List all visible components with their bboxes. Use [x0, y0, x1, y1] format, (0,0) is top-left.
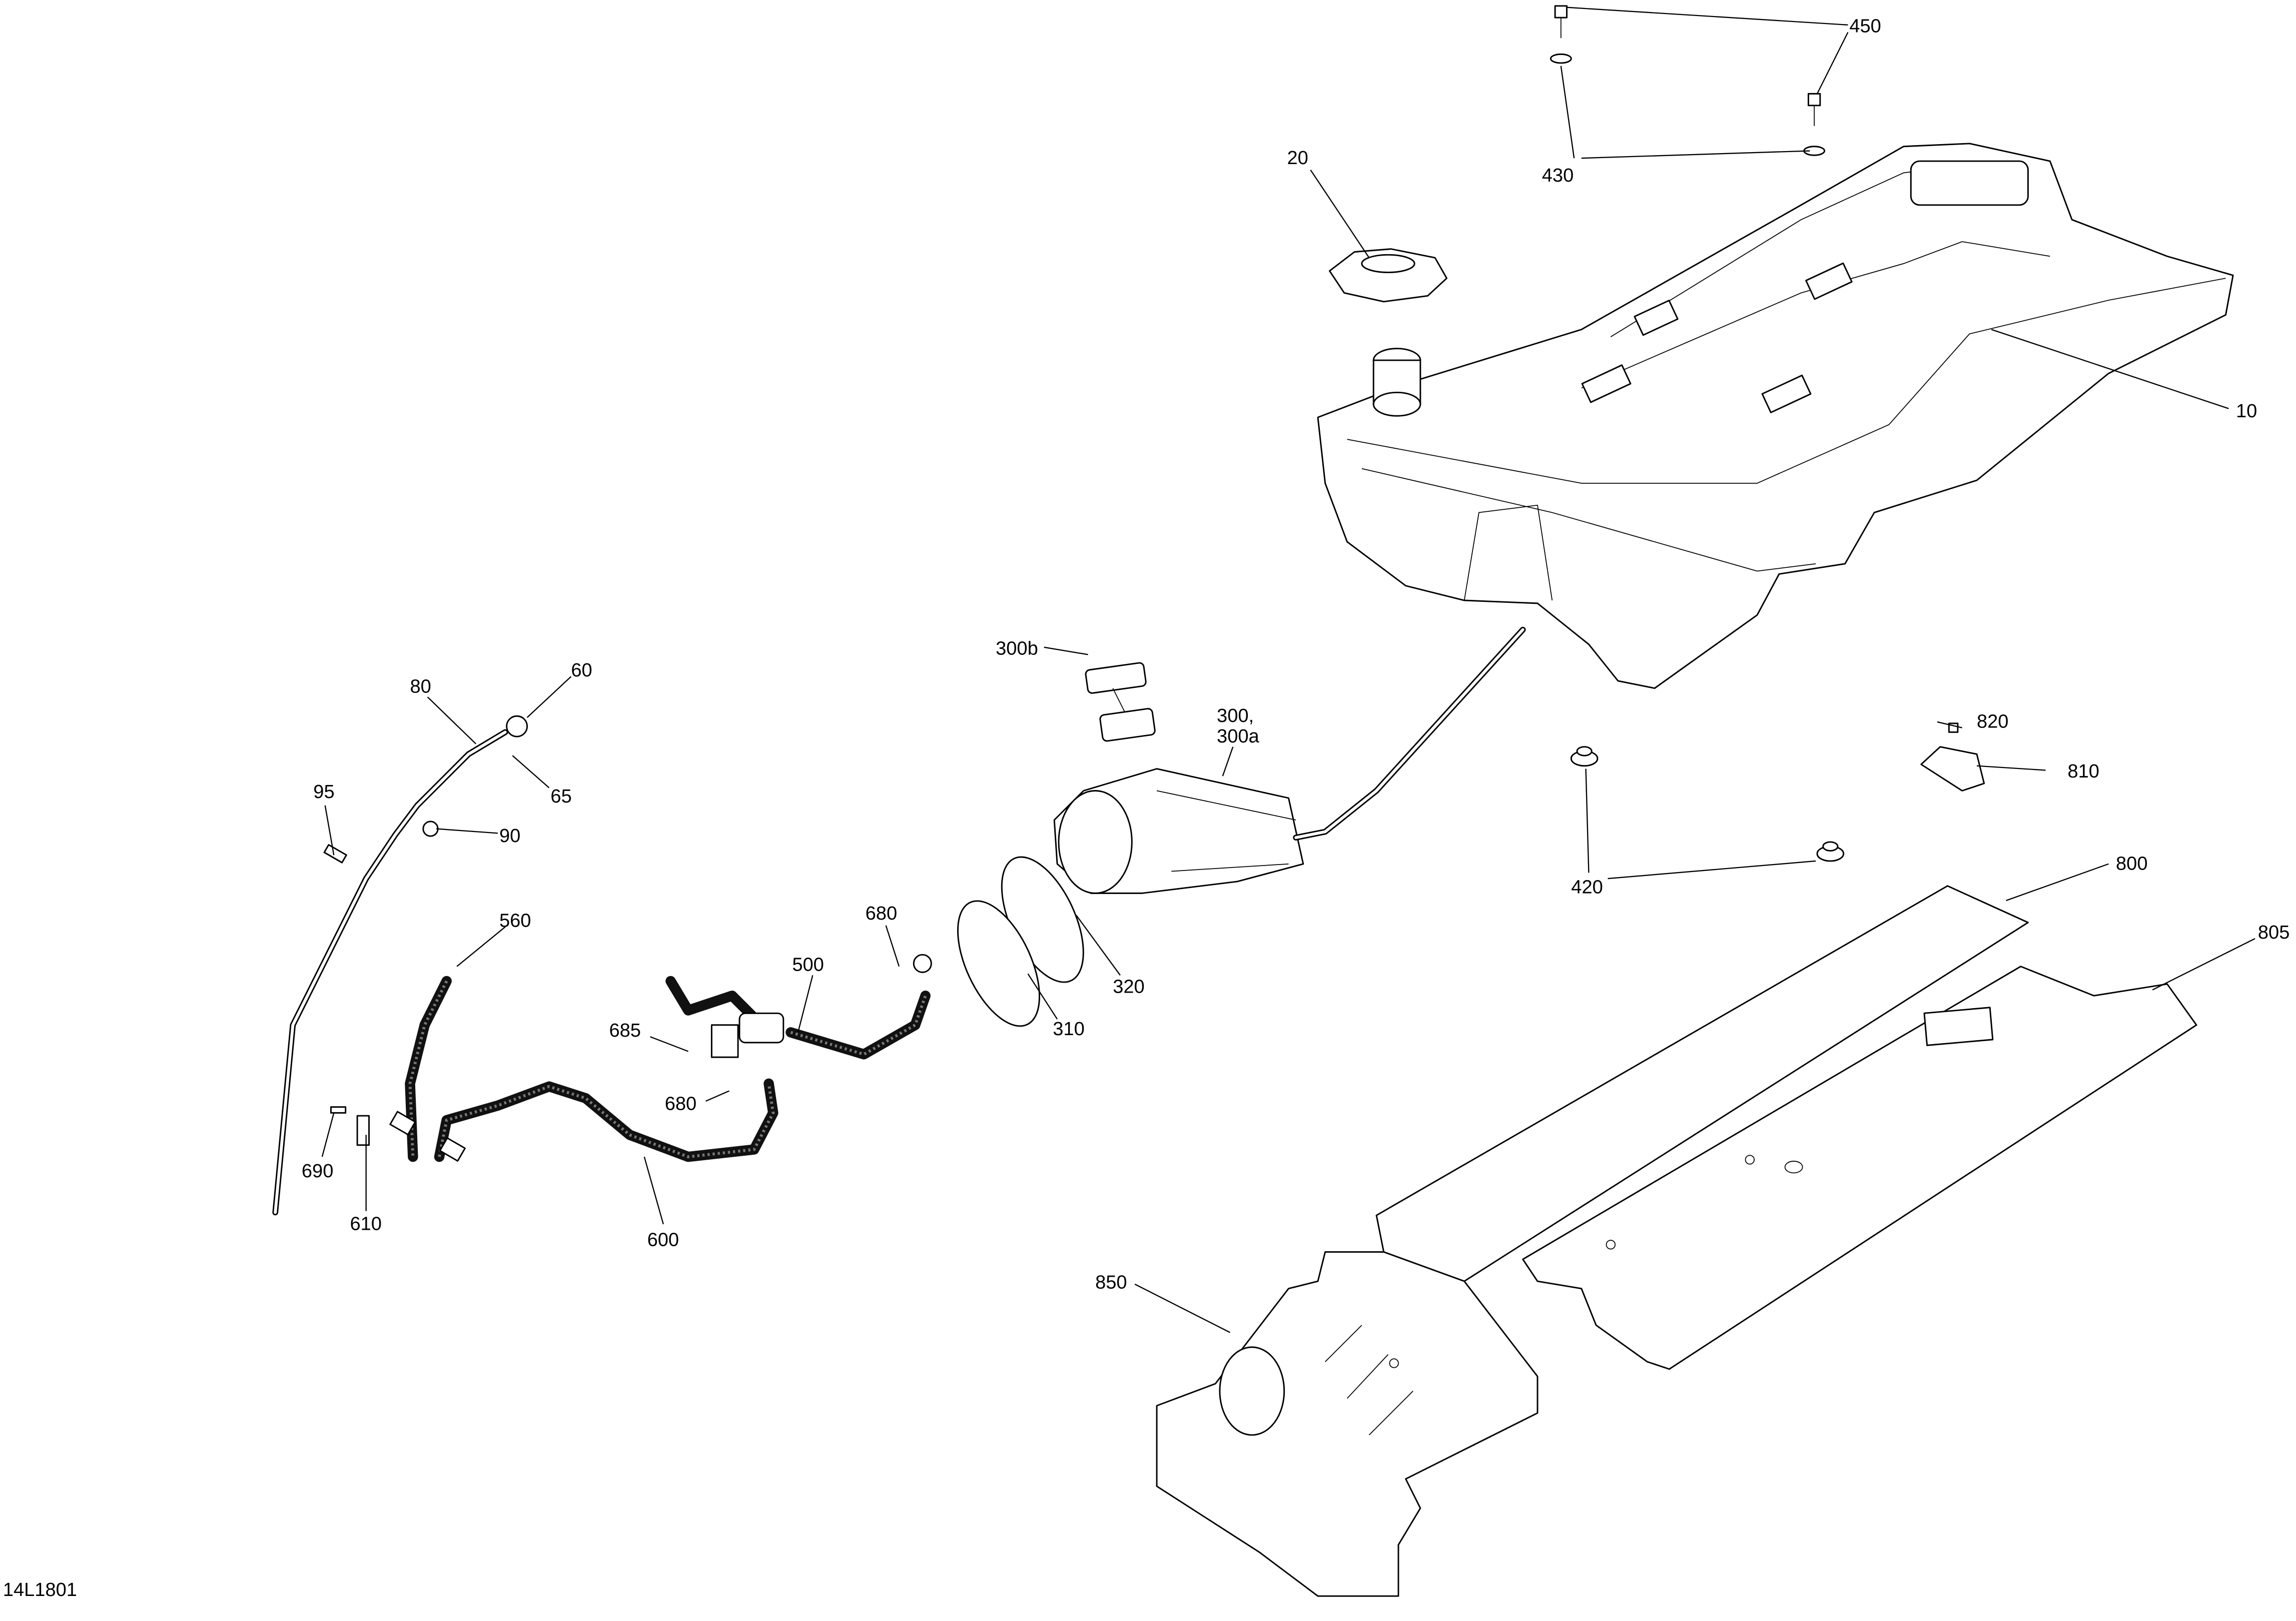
callout-685: 685 — [609, 1020, 640, 1041]
fuel-pump — [1053, 626, 1526, 894]
grommets-clips — [1570, 722, 1985, 862]
callout-805: 805 — [2258, 922, 2289, 943]
callout-300: 300, — [1217, 705, 1254, 726]
callout-680-upper: 680 — [866, 903, 897, 924]
callout-560: 560 — [499, 911, 531, 932]
callout-800: 800 — [2116, 854, 2147, 875]
callout-labels: 450 430 20 10 300b 300, 300a 60 80 65 95… — [3, 16, 2290, 1600]
callout-60: 60 — [571, 660, 592, 681]
vent-tube — [272, 715, 528, 1216]
callout-850: 850 — [1095, 1272, 1127, 1293]
callout-300a: 300a — [1217, 726, 1259, 747]
callout-430: 430 — [1542, 165, 1574, 186]
callout-450: 450 — [1849, 16, 1881, 37]
callout-20: 20 — [1287, 148, 1308, 169]
bolts-washers — [1550, 5, 1826, 156]
callout-420: 420 — [1571, 877, 1603, 898]
callout-310: 310 — [1053, 1019, 1084, 1040]
callout-320: 320 — [1113, 976, 1144, 997]
callout-610: 610 — [350, 1213, 381, 1234]
callout-10: 10 — [2236, 401, 2257, 422]
fuel-cap — [1328, 248, 1448, 303]
fuel-tank — [1317, 143, 2234, 689]
drawing-id: 14L1801 — [3, 1579, 77, 1600]
leader-lines — [321, 7, 2255, 1333]
callout-80: 80 — [410, 676, 431, 697]
callout-810: 810 — [2067, 761, 2099, 782]
callout-500: 500 — [792, 954, 824, 975]
callout-95: 95 — [313, 781, 334, 802]
seal-rings — [957, 856, 1084, 1027]
callout-680-lower: 680 — [665, 1094, 696, 1115]
callout-690: 690 — [302, 1161, 333, 1182]
callout-300b: 300b — [996, 638, 1038, 659]
heat-shields — [1156, 885, 2197, 1597]
callout-65: 65 — [550, 786, 571, 807]
callout-600: 600 — [647, 1230, 679, 1251]
callout-90: 90 — [499, 826, 520, 847]
fuel-hoses — [330, 954, 932, 1162]
callout-820: 820 — [1977, 711, 2008, 732]
